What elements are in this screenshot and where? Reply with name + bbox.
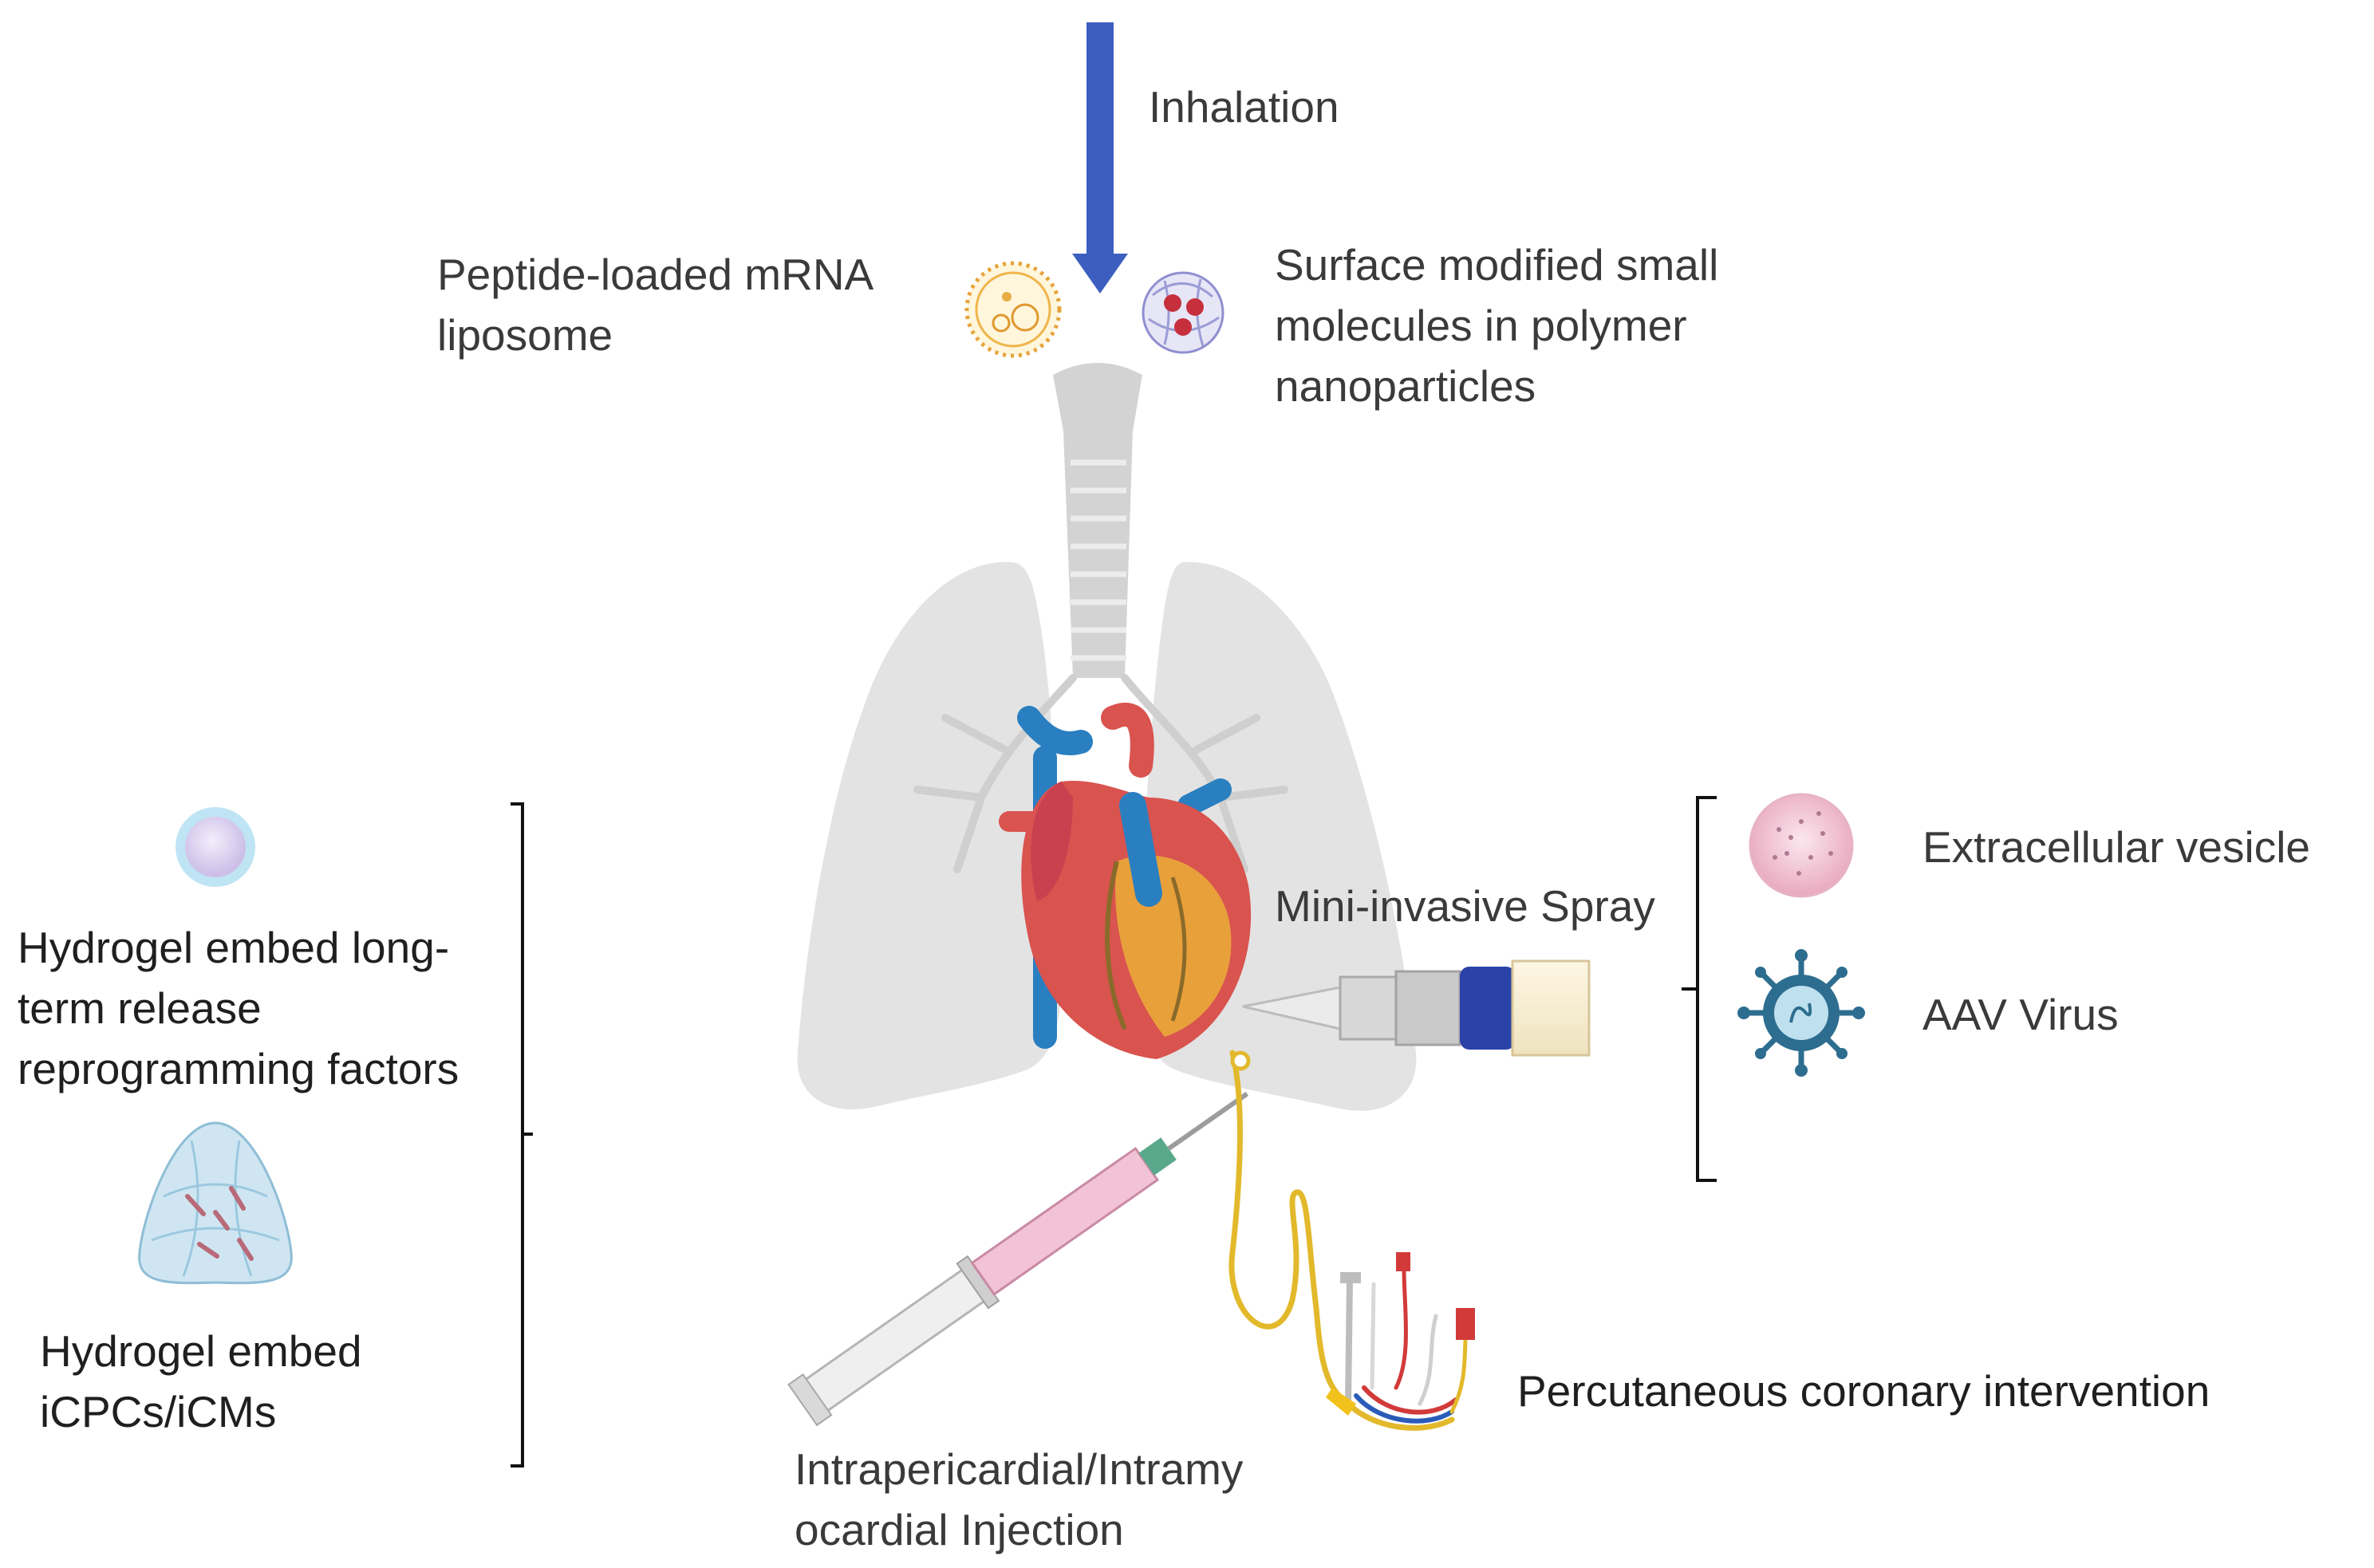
injection-syringe-icon bbox=[787, 1091, 1249, 1427]
spray-label: Mini-invasive Spray bbox=[1275, 881, 1655, 931]
heart-icon bbox=[999, 703, 1252, 1059]
inhalation-label: Inhalation bbox=[1149, 82, 1339, 132]
pci-label: Percutaneous coronary intervention bbox=[1517, 1366, 2210, 1416]
polymer-nanoparticle-label: Surface modified small molecules in poly… bbox=[1275, 240, 1719, 411]
left-bracket bbox=[511, 802, 533, 1468]
nanoparticle-icon bbox=[1142, 271, 1224, 354]
catheter-icon bbox=[1228, 1050, 1475, 1431]
down-arrow-icon bbox=[1072, 22, 1128, 294]
aav-virus-label: AAV Virus bbox=[1922, 990, 2119, 1039]
liposome-icon bbox=[964, 261, 1062, 358]
liposome-label: Peptide-loaded mRNA liposome bbox=[437, 250, 874, 360]
extracellular-vesicle-label: Extracellular vesicle bbox=[1922, 822, 2311, 872]
hydrogel-cells-label: Hydrogel embed iCPCs/iCMs bbox=[40, 1326, 362, 1436]
hydrogel-factors-label: Hydrogel embed long- term release reprog… bbox=[18, 923, 459, 1093]
hydrogel-icon bbox=[138, 1121, 293, 1285]
extracellular-vesicle-icon bbox=[1749, 793, 1854, 898]
right-bracket bbox=[1682, 796, 1717, 1182]
injection-label: Intrapericardial/Intramy ocardial Inject… bbox=[795, 1444, 1244, 1554]
aav-virus-icon bbox=[1737, 949, 1865, 1077]
vesicle-icon bbox=[175, 807, 255, 887]
spray-syringe-icon bbox=[1242, 959, 1591, 1057]
